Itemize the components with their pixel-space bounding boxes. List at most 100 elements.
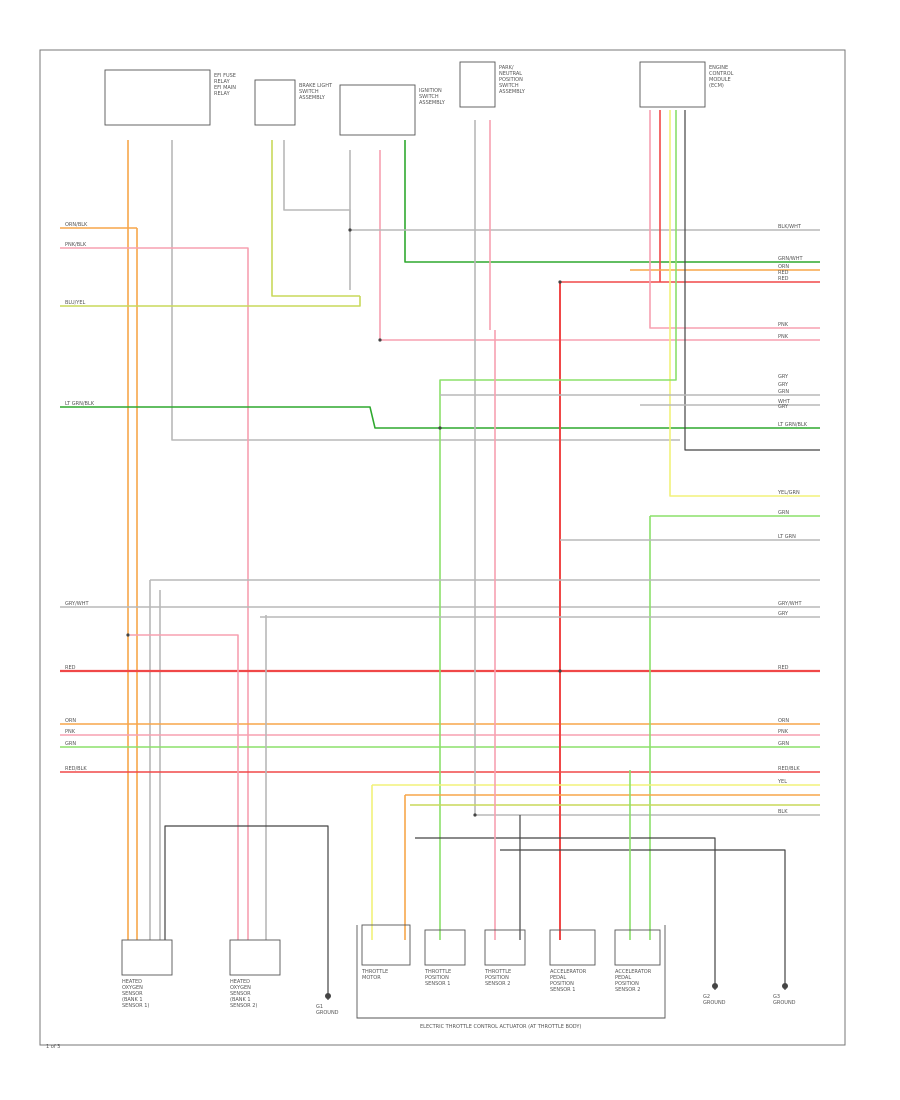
- wire-ecm-pink: [649, 110, 820, 329]
- top-ignition-label-3: ASSEMBLY: [419, 100, 446, 106]
- right-wire-label-3: ORN: [778, 264, 789, 270]
- splice-dot-1: [126, 633, 130, 637]
- wire-pnk-blk: [60, 247, 249, 940]
- bottom-sensor-1-label-2: OXYGEN: [122, 985, 143, 991]
- top-left-relay-label-1: EFI FUSE: [214, 73, 236, 79]
- top-sensor-box-label-1: BRAKE LIGHT: [299, 83, 333, 89]
- accel-sensor-1-label-3: POSITION: [550, 981, 574, 987]
- accel-sensor-2-label-4: SENSOR 2: [615, 987, 640, 993]
- ground-right-2-label-2: GROUND: [773, 1000, 796, 1006]
- wire-ign-green: [404, 140, 820, 263]
- bottom-ground-1-symbol: [325, 993, 331, 999]
- top-right-module-label-3: MODULE: [709, 77, 731, 83]
- ground-right-1-symbol: [712, 983, 718, 989]
- top-left-relay-label-2: RELAY: [214, 79, 231, 85]
- bottom-sensor-2-label-2: OXYGEN: [230, 985, 251, 991]
- left-wire-label-10: RED/BLK: [65, 766, 87, 772]
- top-ignition-label-1: IGNITION: [419, 88, 442, 94]
- top-sensor-box-label-2: SWITCH: [299, 89, 319, 95]
- top-park-label-2: NEUTRAL: [499, 71, 522, 77]
- top-right-module-label-2: CONTROL: [709, 71, 734, 77]
- bottom-sensor-1-label-3: SENSOR: [122, 991, 143, 997]
- top-ignition-label-2: SWITCH: [419, 94, 439, 100]
- wire-pink-down: [130, 634, 239, 940]
- wire-gray-trunk: [171, 140, 680, 441]
- bottom-sensor-1-box: [121, 939, 173, 976]
- bottom-sensor-1-label-5: SENSOR 1): [122, 1003, 149, 1009]
- splice-dot-3: [378, 338, 382, 342]
- right-wire-label-1: BLK/WHT: [778, 224, 802, 230]
- throttle-sensor-2-label-3: SENSOR 2: [485, 981, 510, 987]
- top-ignition-box: [339, 84, 416, 136]
- right-wire-label-23: RED/BLK: [778, 766, 800, 772]
- wire-ecm-red: [559, 110, 820, 283]
- wire-ecm-yellow: [669, 110, 820, 497]
- wire-dark-left-box: [164, 825, 329, 1000]
- splice-dot-6: [473, 813, 477, 817]
- wire-ecm-dark: [684, 110, 820, 451]
- right-wire-label-20: ORN: [778, 718, 789, 724]
- right-wire-label-9: GRY: [778, 382, 789, 388]
- splice-dot-5: [438, 426, 442, 430]
- right-wire-label-16: LT GRN: [778, 534, 796, 540]
- ground-right-2-label-1: G3: [773, 994, 780, 1000]
- wire-dark-low-2: [500, 849, 786, 990]
- top-sensor-box-box: [254, 79, 296, 126]
- right-wire-label-24: YEL: [777, 779, 787, 785]
- right-wire-label-2: GRN/WHT: [778, 256, 803, 262]
- right-wire-label-25: BLK: [778, 809, 788, 815]
- left-wire-label-6: RED: [65, 665, 76, 671]
- right-wire-label-5: RED: [778, 276, 789, 282]
- top-park-label-4: SWITCH: [499, 83, 519, 89]
- bottom-sensor-2-label-5: SENSOR 2): [230, 1003, 257, 1009]
- left-wire-label-5: GRY/WHT: [65, 601, 89, 607]
- throttle-sensor-2-label-2: POSITION: [485, 975, 509, 981]
- throttle-sensor-2-box: [484, 929, 526, 966]
- right-wire-label-8: GRY: [778, 374, 789, 380]
- right-wire-label-12: GRY: [778, 404, 789, 410]
- accel-sensor-2-label-1: ACCELERATOR: [615, 969, 652, 975]
- wire-ign-pink: [379, 150, 820, 341]
- wire-brake-gray: [283, 140, 351, 290]
- splice-dot-2: [348, 228, 352, 232]
- left-wire-label-3: BLU/YEL: [65, 300, 86, 306]
- wire-lt-grn-blk: [60, 406, 820, 429]
- top-right-module-label-1: ENGINE: [709, 65, 728, 71]
- bottom-ground-1-label-2: GROUND: [316, 1010, 339, 1016]
- component-layer: [104, 61, 788, 1019]
- accel-sensor-1-box: [549, 929, 596, 966]
- bottom-sensor-2-label-4: (BANK 1: [230, 997, 251, 1003]
- accel-sensor-1-label-2: PEDAL: [550, 975, 566, 981]
- left-wire-label-7: ORN: [65, 718, 76, 724]
- diagram-border: [39, 49, 846, 1046]
- top-park-box: [459, 61, 496, 108]
- accel-sensor-1-label-1: ACCELERATOR: [550, 969, 587, 975]
- frame-layer: [39, 49, 846, 1046]
- wire-ecm-green: [439, 110, 677, 940]
- wire-dark-low: [415, 837, 716, 990]
- wire-park-gray: [474, 120, 820, 816]
- right-wire-label-21: PNK: [778, 729, 789, 735]
- wire-blu-yel: [60, 296, 361, 307]
- bottom-ground-1-label-1: G1: [316, 1004, 323, 1010]
- top-sensor-box-label-3: ASSEMBLY: [299, 95, 326, 101]
- top-left-relay-box: [104, 69, 211, 126]
- right-wire-label-10: GRN: [778, 389, 789, 395]
- right-wire-label-7: PNK: [778, 334, 789, 340]
- throttle-sensor-2-label-1: THROTTLE: [484, 969, 511, 975]
- right-wire-label-13: LT GRN/BLK: [778, 422, 808, 428]
- right-wire-label-19: RED: [778, 665, 789, 671]
- accel-sensor-2-label-2: PEDAL: [615, 975, 631, 981]
- accel-sensor-2-box: [614, 929, 661, 966]
- page-code: 1 of 3: [46, 1044, 60, 1050]
- splice-dot-7: [558, 669, 562, 673]
- top-park-label-5: ASSEMBLY: [499, 89, 526, 95]
- bottom-sensor-1-label-1: HEATED: [122, 979, 142, 985]
- left-wire-label-8: PNK: [65, 729, 76, 735]
- right-wire-label-4: RED: [778, 270, 789, 276]
- right-wire-label-14: YEL/GRN: [777, 490, 800, 496]
- throttle-motor-box: [361, 924, 411, 966]
- bottom-sensor-2-box: [229, 939, 281, 976]
- throttle-sensor-1-label-3: SENSOR 1: [425, 981, 450, 987]
